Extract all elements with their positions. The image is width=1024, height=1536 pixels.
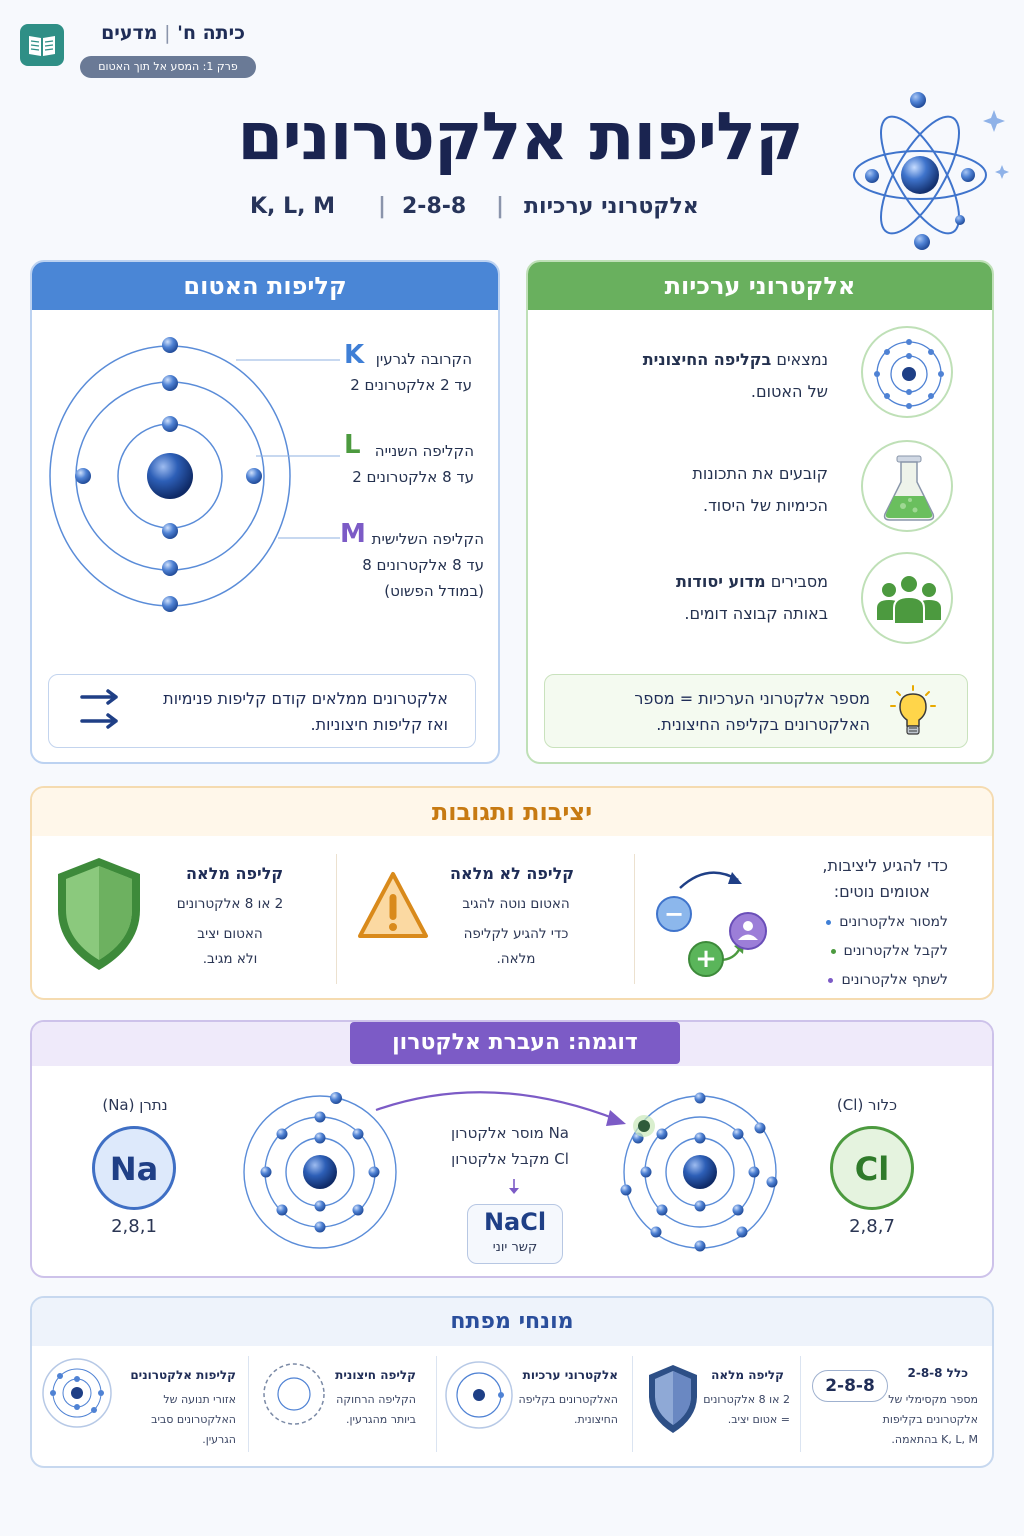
fill-order-note <box>48 674 476 748</box>
sodium-symbol: Na <box>92 1126 176 1210</box>
stability-heading: יציבות ותגובות <box>32 788 992 836</box>
shield-icon <box>58 858 140 970</box>
chlorine-config: 2,8,7 <box>849 1216 895 1237</box>
electron-shells-term-icon <box>42 1358 112 1428</box>
term-title: קליפה מלאה <box>711 1368 784 1382</box>
book-icon <box>20 24 64 66</box>
valence-item-groups: מסבירים מדוע יסודות באותה קבוצה דומים. <box>676 572 828 623</box>
shell-k-letter: K <box>344 340 365 370</box>
arrows-icon <box>80 689 118 729</box>
term-divider <box>632 1356 633 1452</box>
valence-heading: אלקטרוני ערכיות <box>528 262 992 310</box>
full-shell-line: 2 או 8 אלקטרונים <box>176 896 284 912</box>
term-definition: 2 או 8 אלקטרונים= אטום יציב. <box>703 1393 790 1426</box>
chlorine-atom-diagram <box>620 1092 778 1252</box>
nacl-formula: NaCl <box>483 1208 547 1236</box>
bohr-model-diagram <box>49 337 340 612</box>
ionic-bond-label: קשר יוני <box>492 1240 538 1255</box>
valence-flask-icon-frame <box>861 440 953 532</box>
stability-tendency-title: אטומים נוטים: <box>833 882 930 901</box>
not-full-shell-line: האטום נוטה להגיב <box>462 896 570 912</box>
valence-definition-note <box>544 674 968 748</box>
valence-item-outer-shell: נמצאים בקליפה החיצונית של האטום. <box>642 350 828 401</box>
outer-shell-term-icon <box>263 1363 325 1425</box>
electron-exchange-icon <box>656 871 767 977</box>
shell-l-description: הקליפה השנייה עד 8 אלקטרונים 2 <box>352 442 474 486</box>
valence-item-properties: קובעים את התכונות הכימיות של היסוד. <box>692 464 828 515</box>
full-shell-line: ולא מגיב. <box>202 951 258 967</box>
not-full-shell-line: כדי להגיע לקליפה <box>463 926 569 942</box>
minus-icon: − <box>663 900 685 928</box>
term-title: קליפות אלקטרונים <box>130 1368 236 1382</box>
shell-m-description: הקליפה השלישית עד 8 אלקטרונים 8 (במודל ה… <box>362 530 484 600</box>
tendency-share: לשתף אלקטרונים <box>828 972 948 988</box>
valence-people-icon-frame <box>861 552 953 644</box>
valence-definition-text: מספר אלקטרוני הערכיות = מספר האלקטרונים … <box>634 689 870 734</box>
stability-panel: יציבות ותגובות <box>30 786 994 1000</box>
course-label: כיתה ח' | מדעים <box>101 22 245 44</box>
chlorine-accepts-note: Cl מקבל אלקטרון <box>451 1150 569 1168</box>
shell-k-description: הקרובה לגרעין עד 2 אלקטרונים 2 <box>350 350 472 394</box>
atom-icon <box>874 339 944 409</box>
page-title: קליפות אלקטרונים <box>237 98 803 175</box>
valence-atom-icon-frame <box>861 326 953 418</box>
key-terms-panel: מונחי מפתח <box>30 1296 994 1468</box>
nacl-product-box <box>467 1204 563 1264</box>
not-full-shell-line: מלאה. <box>496 951 536 967</box>
chlorine-symbol: Cl <box>830 1126 914 1210</box>
chapter-badge: פרק 1: המסע אל תוך האטום <box>80 56 256 78</box>
example-heading: דוגמה: העברת אלקטרון <box>350 1022 680 1064</box>
shell-l-letter: L <box>344 430 361 460</box>
column-divider <box>634 854 635 984</box>
atom-icon <box>853 92 1009 250</box>
tendency-accept: לקבל אלקטרונים <box>830 943 948 959</box>
term-title: אלקטרוני ערכיות <box>522 1368 618 1382</box>
column-divider <box>336 854 337 984</box>
fill-order-text: אלקטרונים ממלאים קודם קליפות פנימיות ואז… <box>163 689 448 734</box>
people-icon <box>877 574 941 625</box>
term-divider <box>248 1356 249 1452</box>
sodium-donates-note: Na מוסר אלקטרון <box>451 1124 569 1142</box>
down-arrow-icon <box>509 1179 519 1194</box>
full-shell-line: האטום יציב <box>197 926 263 942</box>
rule-288-badge: 2-8-8 <box>812 1370 888 1402</box>
stability-tendency-title: כדי להגיע ליציבות, <box>822 856 948 875</box>
tendency-donate: למסור אלקטרונים <box>826 914 948 930</box>
chlorine-name: כלור (Cl) <box>836 1096 898 1114</box>
sodium-name: נתרן (Na) <box>102 1096 168 1114</box>
atom-shells-panel: קליפות האטום <box>30 260 500 764</box>
full-shell-title: קליפה מלאה <box>186 864 284 883</box>
flask-icon <box>883 455 935 521</box>
atom-shells-heading: קליפות האטום <box>32 262 498 310</box>
electron-transfer-arrow <box>375 1091 626 1126</box>
warning-icon <box>358 872 428 938</box>
term-divider <box>436 1356 437 1452</box>
plus-icon: + <box>695 944 717 974</box>
not-full-shell-title: קליפה לא מלאה <box>450 864 575 883</box>
sodium-atom-diagram <box>243 1092 397 1249</box>
key-terms-heading: מונחי מפתח <box>32 1298 992 1346</box>
term-divider <box>800 1356 801 1452</box>
term-title: כלל 2-8-8 <box>907 1366 968 1380</box>
valence-term-icon <box>445 1361 513 1429</box>
sodium-config: 2,8,1 <box>111 1216 157 1237</box>
page-subtitle: K, L, M | 2-8-8 | אלקטרוני ערכיות <box>250 194 699 219</box>
shield-icon <box>649 1365 697 1433</box>
shell-m-letter: M <box>340 519 366 549</box>
term-title: קליפה חיצונית <box>335 1368 416 1382</box>
lightbulb-icon <box>890 685 936 735</box>
